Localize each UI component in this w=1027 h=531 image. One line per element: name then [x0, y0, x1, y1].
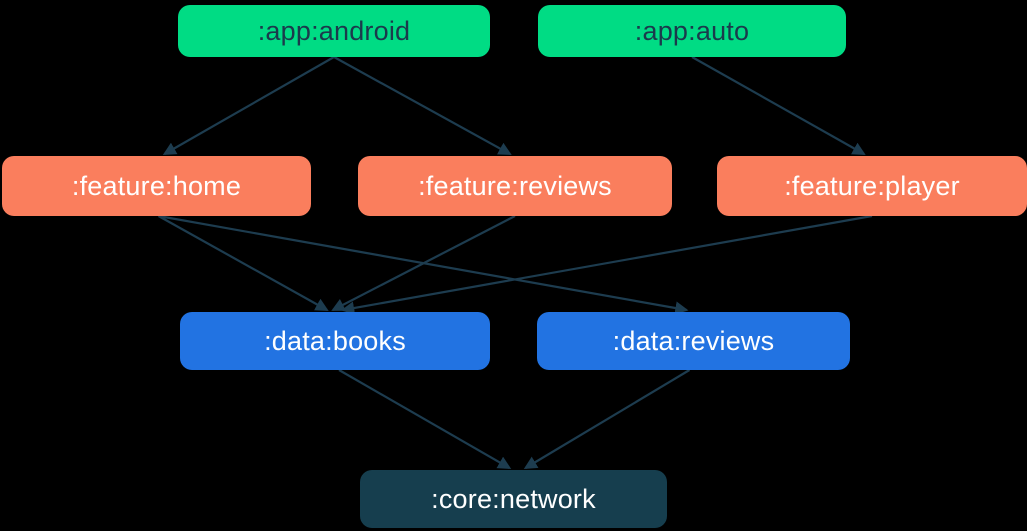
- edge-feature-player-to-data-books: [341, 214, 873, 315]
- edge-data-reviews-to-core-network: [523, 369, 691, 470]
- node-data-books: :data:books: [180, 312, 490, 370]
- node-app-android: :app:android: [178, 5, 490, 57]
- node-core-network: :core:network: [360, 470, 667, 528]
- edge-app-android-to-feature-home: [162, 56, 335, 155]
- edge-data-books-to-core-network: [338, 369, 512, 469]
- edge-feature-reviews-to-data-books: [331, 215, 516, 311]
- node-data-reviews: :data:reviews: [537, 312, 850, 370]
- node-feature-home: :feature:home: [2, 156, 311, 216]
- edge-app-android-to-feature-reviews: [333, 56, 512, 155]
- edge-app-auto-to-feature-player: [691, 56, 866, 155]
- node-feature-reviews: :feature:reviews: [358, 156, 672, 216]
- node-app-auto: :app:auto: [538, 5, 846, 57]
- node-feature-player: :feature:player: [717, 156, 1027, 216]
- edge-feature-home-to-data-books: [157, 215, 329, 311]
